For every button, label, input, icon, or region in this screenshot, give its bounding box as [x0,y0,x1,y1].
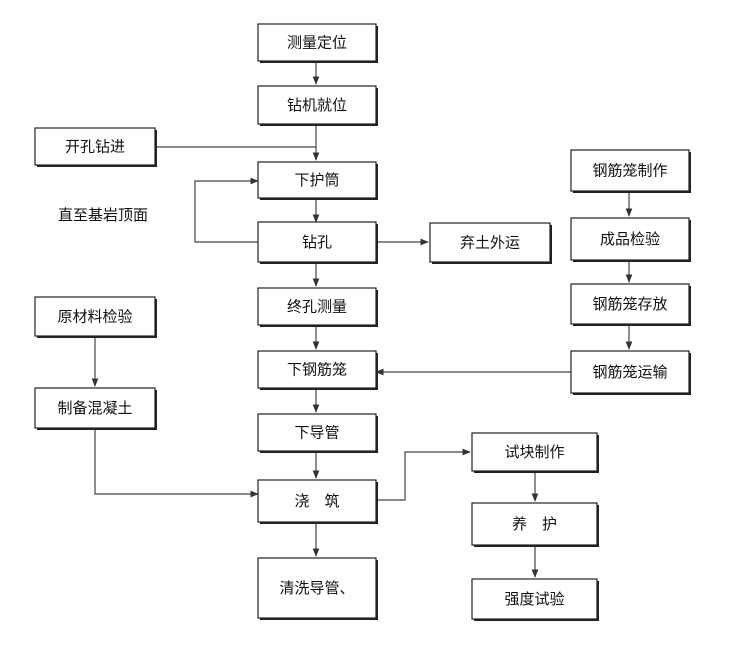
node-label: 下导管 [294,424,339,442]
node-label: 制备混凝土 [57,399,132,417]
node-pour: 浇 筑 [257,479,378,524]
node-cage-make: 钢筋笼制作 [570,149,691,193]
node-label: 钢筋笼制作 [592,162,667,180]
node-tremie: 下导管 [257,413,378,453]
node-label: 终孔测量 [287,298,347,316]
node-label: 钢筋笼存放 [592,295,667,313]
node-label: 试块制作 [504,443,564,461]
node-product-check: 成品检验 [570,217,691,262]
node-label: 钢筋笼运输 [592,363,667,381]
node-label: 开孔钻进 [65,138,125,156]
node-label: 养 护 [512,515,557,533]
node-strength: 强度试验 [471,578,599,621]
loop-note: 直至基岩顶面 [58,206,148,224]
node-clean: 清洗导管、 [257,557,378,620]
node-cure: 养 护 [471,502,599,547]
node-label: 钻孔 [302,233,332,251]
node-label: 下护筒 [294,171,339,189]
node-casing: 下护筒 [257,161,378,200]
node-label: 清洗导管、 [279,579,354,597]
node-open-drill: 开孔钻进 [34,127,157,167]
node-label: 浇 筑 [294,492,339,510]
node-spoil: 弃土外运 [429,222,552,264]
node-label: 强度试验 [504,590,564,608]
edge-pour-specimen [376,448,471,501]
node-label: 原材料检验 [57,308,132,326]
node-final-measure: 终孔测量 [257,287,378,327]
node-survey: 测量定位 [257,23,378,63]
node-drill: 钻孔 [257,221,378,264]
node-label: 弃土外运 [460,234,520,252]
node-lower-cage: 下钢筋笼 [257,350,378,390]
node-specimen: 试块制作 [471,432,599,473]
node-rig: 钻机就位 [257,85,378,126]
edges [91,61,633,578]
node-cage-store: 钢筋笼存放 [570,283,691,326]
edge-concrete-pour [94,428,259,498]
node-label: 成品检验 [600,230,660,248]
node-cage-transport: 钢筋笼运输 [570,350,691,395]
node-label: 钻机就位 [287,96,347,114]
node-concrete: 制备混凝土 [34,387,157,430]
node-label: 测量定位 [287,34,347,52]
edge-loop-drill-casing [194,177,259,243]
node-label: 下钢筋笼 [287,361,347,379]
node-material-check: 原材料检验 [34,296,157,338]
